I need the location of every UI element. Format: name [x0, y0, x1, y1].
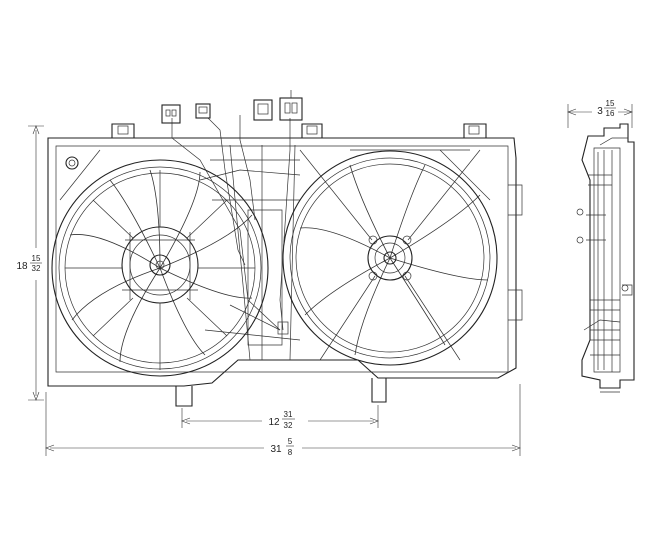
dimension-lines [28, 104, 633, 456]
wiring-harness [171, 115, 291, 335]
depth-whole: 3 [597, 106, 603, 117]
connector-1 [161, 104, 181, 124]
side-view [576, 123, 635, 393]
dimension-inner-width-label: 12 31 32 [268, 410, 295, 430]
height-den: 32 [32, 264, 41, 273]
overall-width-whole: 31 [270, 444, 282, 455]
connector-4 [279, 90, 303, 121]
depth-den: 16 [606, 109, 615, 118]
connector-3 [253, 99, 273, 121]
overall-width-num: 5 [288, 437, 293, 446]
inner-width-num: 31 [284, 410, 293, 419]
height-num: 15 [32, 254, 41, 263]
depth-num: 15 [606, 99, 615, 108]
shroud-front-view [47, 123, 523, 407]
connector-2 [195, 103, 211, 119]
dimension-overall-width-label: 31 5 8 [270, 437, 294, 457]
inner-width-den: 32 [284, 421, 293, 430]
overall-width-den: 8 [288, 448, 293, 457]
inner-width-whole: 12 [268, 417, 280, 428]
dimension-height-label: 18 15 32 [16, 254, 42, 273]
right-fan [282, 149, 498, 366]
left-fan [51, 159, 269, 377]
dimension-depth-label: 3 15 16 [597, 99, 616, 118]
height-whole: 18 [16, 261, 28, 272]
